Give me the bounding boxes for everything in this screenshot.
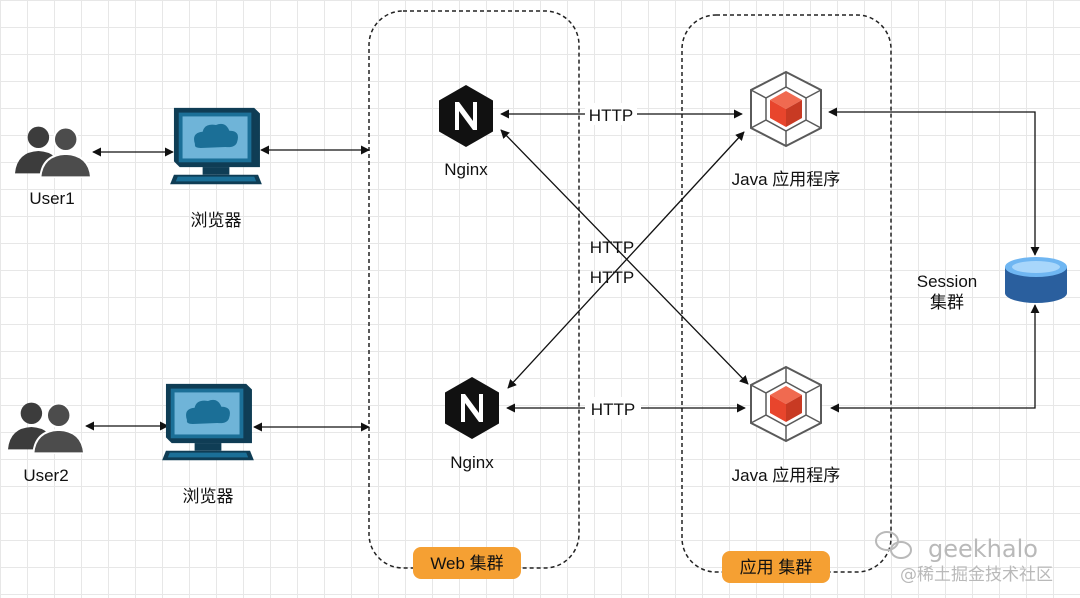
nginx1-icon: [439, 85, 493, 147]
nginx2-label: Nginx: [450, 453, 494, 472]
user2-icon: [8, 401, 86, 454]
watermark-line1: geekhalo: [928, 535, 1038, 563]
nginx1-label: Nginx: [444, 160, 488, 179]
watermark-line2: @稀土掘金技术社区: [900, 565, 1053, 585]
user2-label: User2: [23, 466, 68, 485]
nginx2-icon: [445, 377, 499, 439]
app1-label: Java 应用程序: [732, 170, 841, 189]
user1-icon: [15, 125, 93, 178]
watermark: geekhalo @稀土掘金技术社区: [875, 531, 1053, 585]
user1-label: User1: [29, 189, 74, 208]
browser1-label: 浏览器: [191, 211, 242, 230]
app-cluster-label: 应用 集群: [740, 558, 813, 577]
app2-cube-icon: [750, 366, 822, 442]
web-cluster-label: Web 集群: [430, 554, 503, 573]
http-label-cross-1: HTTP: [590, 238, 634, 257]
browser2-monitor-icon: [161, 382, 255, 462]
app1-session-arrow: [828, 107, 1040, 256]
app-cluster-badge: [722, 551, 830, 583]
http-label-top: HTTP: [589, 106, 633, 125]
session-cluster-label-line1: Session: [917, 272, 977, 291]
app2-label: Java 应用程序: [732, 466, 841, 485]
session-cluster-label-line2: 集群: [930, 293, 964, 312]
web-cluster-badge: [413, 547, 521, 579]
session-database-icon: [1005, 257, 1067, 303]
wechat-icon: [875, 531, 912, 559]
browser2-label: 浏览器: [183, 487, 234, 506]
app1-cube-icon: [750, 71, 822, 147]
http-label-cross-2: HTTP: [590, 268, 634, 287]
app2-session-arrow: [830, 304, 1040, 413]
browser1-monitor-icon: [169, 106, 263, 186]
http-label-bottom: HTTP: [591, 400, 635, 419]
nginx2-app1-arrow: [507, 131, 745, 389]
